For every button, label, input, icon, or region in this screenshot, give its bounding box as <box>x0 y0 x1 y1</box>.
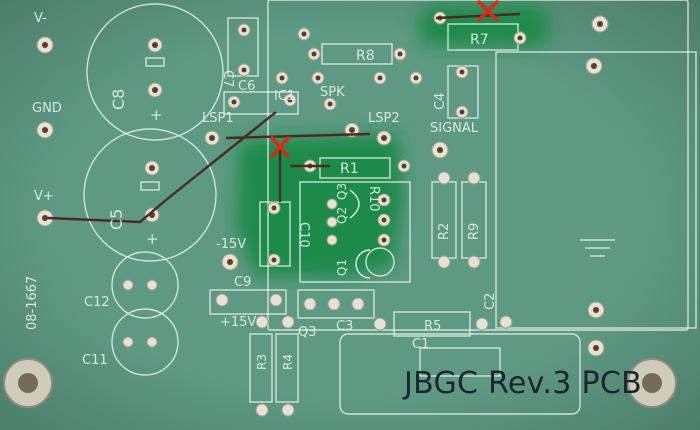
label-spk: SPK <box>320 85 345 100</box>
label-gnd: GND <box>32 101 62 116</box>
label-minus-15v: -15V <box>216 237 246 252</box>
label-c5: C5 <box>107 209 126 230</box>
label-q1: Q1 <box>335 259 349 276</box>
c12-outline <box>111 251 179 319</box>
label-r2: R2 <box>437 223 452 240</box>
mounting-hole <box>627 358 677 408</box>
label-r3: R3 <box>255 354 269 370</box>
label-lsp2: LSP2 <box>368 111 400 126</box>
label-q3-top: Q3 <box>335 183 349 200</box>
label-v-plus: V+ <box>34 189 54 204</box>
label-r1: R1 <box>340 161 359 177</box>
label-c7: C7 <box>220 70 235 87</box>
label-c9: C9 <box>234 275 251 290</box>
label-c5-plus: + <box>146 230 159 248</box>
cut-mark <box>477 0 499 22</box>
c8-outline <box>86 3 224 141</box>
label-r9: R9 <box>467 223 482 240</box>
label-c3: C3 <box>336 319 353 334</box>
silkscreen-labels: V- GND V+ C8 + C7 C6 IC1 SPK R8 R7 LSP1 … <box>25 11 498 370</box>
caption-text: JBGC Rev.3 PCB <box>404 366 642 401</box>
relay-outline <box>495 51 697 329</box>
label-c8-plus: + <box>150 106 163 124</box>
label-c1: C1 <box>412 337 429 352</box>
label-c8: C8 <box>109 89 128 110</box>
label-signal: SIGNAL <box>430 121 479 136</box>
cut-mark <box>270 136 290 158</box>
label-q2: Q2 <box>335 207 349 224</box>
label-q3: Q3 <box>298 325 317 340</box>
label-c11: C11 <box>82 353 108 368</box>
label-r8: R8 <box>356 48 375 64</box>
label-c4: C4 <box>433 93 448 110</box>
label-v-minus: V- <box>34 11 47 26</box>
outline-frame <box>267 0 689 331</box>
label-lsp1: LSP1 <box>202 111 234 126</box>
label-r4: R4 <box>281 354 295 370</box>
c5-outline <box>83 128 217 262</box>
jumper-wire <box>47 12 521 224</box>
c1-outline <box>339 333 581 415</box>
solder-pads <box>36 11 609 417</box>
label-r7: R7 <box>470 32 489 48</box>
c11-outline <box>111 308 179 376</box>
label-board-id: 08-1667 <box>25 276 40 330</box>
label-c6: C6 <box>238 79 255 94</box>
label-plus-15v: +15V <box>220 315 256 330</box>
label-r10: R10 <box>366 186 381 212</box>
label-r5: R5 <box>424 319 441 334</box>
label-c2: C2 <box>483 293 498 310</box>
mounting-hole <box>3 358 53 408</box>
label-c10: C10 <box>296 222 311 248</box>
label-c12: C12 <box>84 295 110 310</box>
label-ic1: IC1 <box>274 89 295 104</box>
